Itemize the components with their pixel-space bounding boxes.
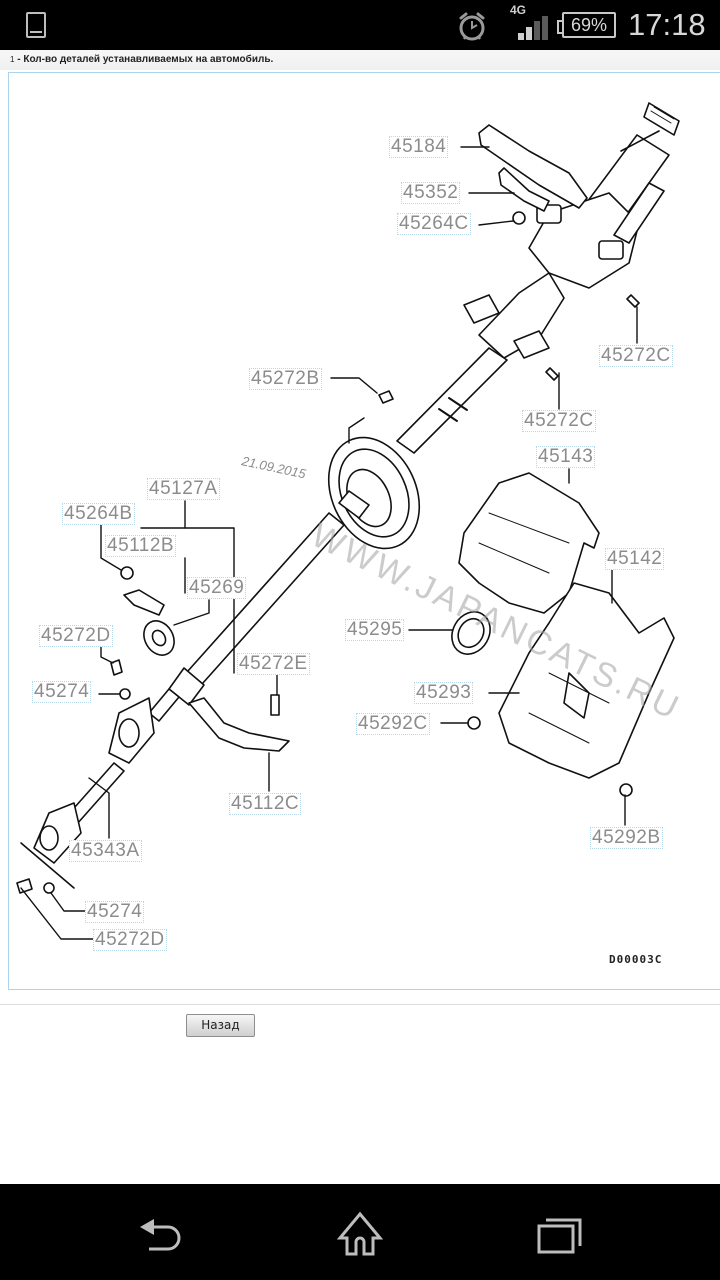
footnote-marker: 1 — [10, 55, 15, 64]
footnote-text: - Кол-во деталей устанавливаемых на авто… — [17, 54, 274, 65]
part-label-45272c-upper[interactable]: 45272C — [599, 345, 673, 367]
battery-icon: 69% — [557, 12, 616, 38]
intermediate-shaft — [148, 347, 508, 722]
part-label-45272d-lower[interactable]: 45272D — [93, 929, 167, 951]
clock: 17:18 — [628, 7, 706, 42]
parts-diagram: WWW.JAPANCATS.RU 21.09.2015 45184 45352 … — [8, 72, 720, 990]
part-label-45274-lower[interactable]: 45274 — [85, 901, 145, 923]
universal-joint-shaft — [20, 697, 155, 889]
battery-percent: 69% — [570, 15, 608, 35]
part-label-45112b[interactable]: 45112B — [105, 535, 177, 557]
home-icon[interactable] — [330, 1208, 390, 1258]
back-button[interactable]: Назад — [186, 1014, 255, 1037]
upper-cover-45143 — [458, 472, 600, 614]
part-label-45352[interactable]: 45352 — [401, 182, 461, 204]
part-label-45184[interactable]: 45184 — [389, 136, 449, 158]
part-label-45272d-upper[interactable]: 45272D — [39, 625, 113, 647]
lower-cover-45142 — [498, 582, 675, 779]
navigation-bar — [0, 1184, 720, 1280]
small-parts — [16, 124, 640, 894]
divider — [0, 1004, 720, 1005]
part-label-45272e[interactable]: 45272E — [237, 653, 310, 675]
footnote: 1 - Кол-во деталей устанавливаемых на ав… — [10, 53, 273, 66]
part-label-45142[interactable]: 45142 — [605, 548, 665, 570]
part-label-45343a[interactable]: 45343A — [69, 840, 142, 862]
phone-icon — [26, 12, 46, 38]
diagram-code: D00003C — [609, 953, 663, 966]
signal-icon — [518, 16, 548, 40]
web-page: 1 - Кол-во деталей устанавливаемых на ав… — [0, 50, 720, 1184]
alarm-icon — [459, 12, 485, 41]
part-label-45295[interactable]: 45295 — [345, 619, 405, 641]
part-label-45127a[interactable]: 45127A — [147, 478, 220, 500]
part-label-45293[interactable]: 45293 — [414, 682, 474, 704]
part-label-45112c[interactable]: 45112C — [229, 793, 302, 815]
part-label-45264c[interactable]: 45264C — [397, 213, 471, 235]
part-label-45272b[interactable]: 45272B — [249, 368, 322, 390]
footnote-bar: 1 - Кол-во деталей устанавливаемых на ав… — [0, 50, 720, 70]
part-label-45143[interactable]: 45143 — [536, 446, 596, 468]
part-label-45292c[interactable]: 45292C — [356, 713, 430, 735]
part-label-45272c-lower[interactable]: 45272C — [522, 410, 596, 432]
back-icon[interactable] — [130, 1208, 190, 1258]
leader-lines — [20, 146, 638, 940]
part-label-45269[interactable]: 45269 — [187, 577, 247, 599]
part-label-45274-upper[interactable]: 45274 — [32, 681, 92, 703]
recent-apps-icon[interactable] — [530, 1208, 590, 1258]
steering-column-drawing — [16, 102, 680, 940]
status-bar: 4G 69% 17:18 — [0, 0, 720, 50]
upper-column — [463, 102, 680, 359]
network-type: 4G — [510, 3, 527, 17]
part-label-45292b[interactable]: 45292B — [590, 827, 663, 849]
part-label-45264b[interactable]: 45264B — [62, 503, 135, 525]
